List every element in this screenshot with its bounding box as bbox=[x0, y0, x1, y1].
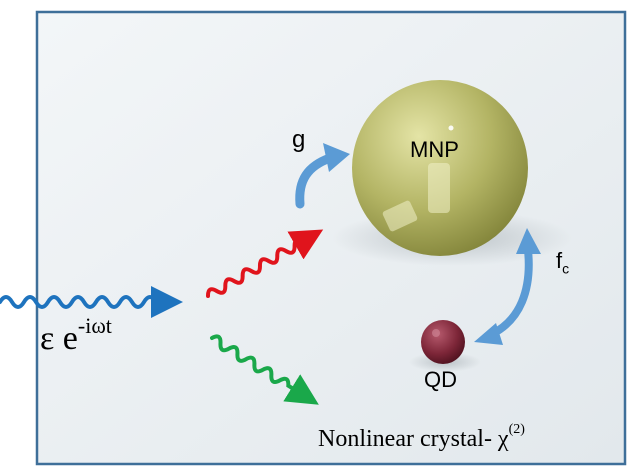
g-label: g bbox=[292, 126, 306, 153]
red-wave bbox=[205, 229, 324, 298]
crystal-label-main: Nonlinear crystal- χ bbox=[318, 426, 509, 452]
fc-label-sub: c bbox=[562, 260, 570, 277]
crystal-label-sup: (2) bbox=[508, 422, 525, 437]
green-wave bbox=[210, 334, 319, 405]
field-label: ε e-iωt bbox=[40, 314, 112, 357]
field-label-main: ε e bbox=[40, 320, 78, 357]
qd-label: QD bbox=[424, 367, 457, 392]
crystal-label: Nonlinear crystal- χ(2) bbox=[318, 423, 525, 452]
qd-sphere bbox=[421, 320, 465, 364]
fc-label: fc bbox=[556, 248, 569, 276]
incident-wave bbox=[0, 286, 183, 318]
mnp-sphere bbox=[352, 80, 528, 256]
g-coupling-arrow bbox=[295, 143, 350, 209]
mnp-label: MNP bbox=[410, 137, 459, 162]
field-label-sup: -iωt bbox=[77, 312, 112, 338]
fc-label-base: f bbox=[556, 248, 563, 273]
fc-coupling-arrow bbox=[474, 228, 541, 345]
